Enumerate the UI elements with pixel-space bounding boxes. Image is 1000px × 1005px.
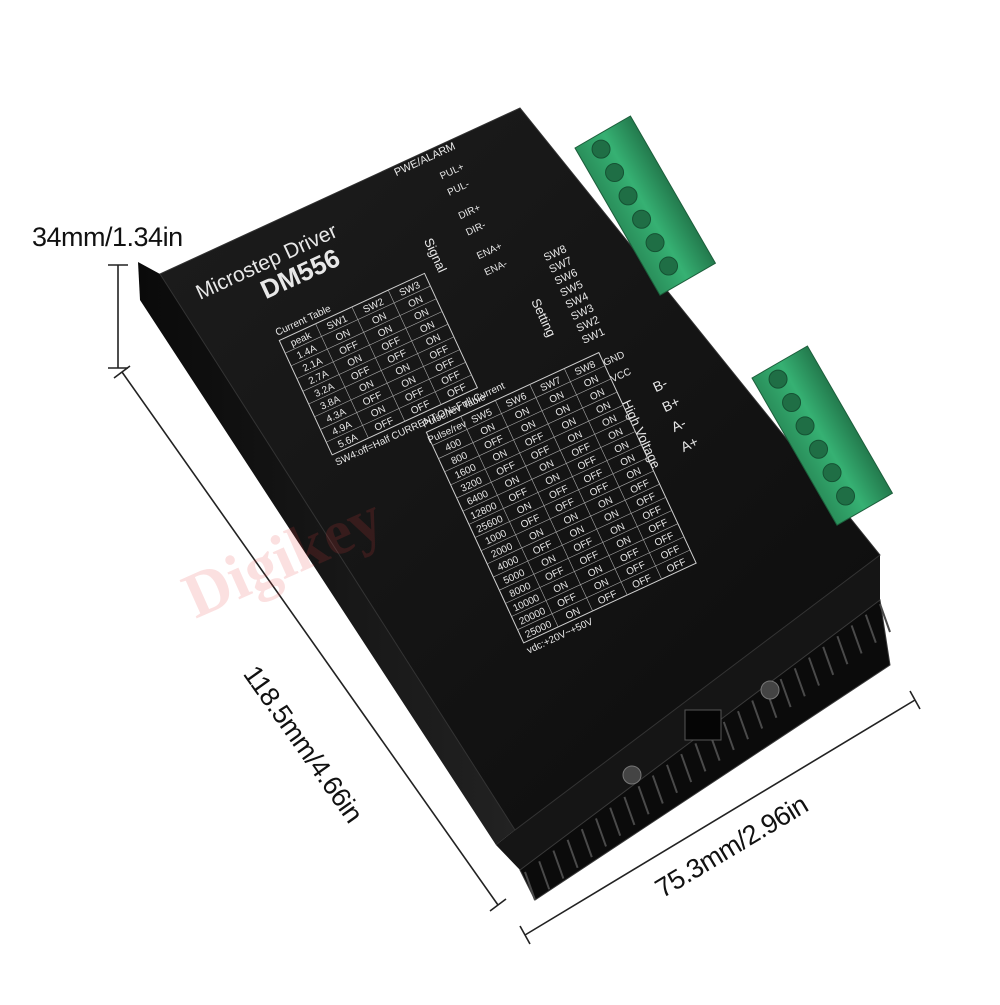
table-col-line [351,306,406,422]
power-terminal-block [751,345,894,526]
terminal-screw [632,209,652,229]
heatsink-fin [779,678,792,708]
heatsink-fin [623,796,636,826]
heatsink-fin [737,710,749,740]
terminal-screw [591,139,611,159]
motor-pin-label: A+ [678,433,701,455]
heatsink-fin [850,625,863,654]
terminal-screw [659,256,679,276]
table-col-line [495,400,593,612]
heatsink-fin [524,871,536,901]
table-row-line [450,404,624,486]
heatsink-fin [680,753,693,783]
terminal-screw [782,393,802,413]
terminal-screw [795,416,815,436]
table-row-line [493,497,666,578]
terminal-screw [822,463,842,483]
heatsink-fin [651,775,664,804]
mount-screw [760,680,780,700]
table-row-line [456,418,630,499]
motor-pin-label: B+ [660,393,683,415]
table-row-line [487,483,660,565]
table-col-line [529,384,628,596]
signal-terminal-block [574,115,717,296]
heatsink-fin [864,614,877,644]
heatsink-fin [793,667,806,697]
table-col-line [387,290,442,405]
heatsink-fin [566,839,579,869]
heatsink-fin [666,764,678,794]
terminal-screw [645,233,665,253]
heatsink-fin [538,860,551,890]
table-row-line [511,536,685,617]
terminal-screw [836,486,856,506]
power-connector-slot [684,709,722,741]
heatsink-fin [595,818,607,847]
height-dimension-label: 34mm/1.34in [32,222,183,252]
terminal-screw [768,369,788,389]
mount-screw [622,765,642,785]
table-row-line [517,549,691,630]
heatsink-fin [808,657,820,686]
heatsink-fin [836,635,849,665]
table-row-line [468,444,642,525]
table-row-line [444,391,618,473]
heatsink-fin [580,828,593,858]
table-col-line [315,323,369,439]
motor-pin-label: A- [669,414,689,435]
motor-pin-label: B- [650,375,670,396]
terminal-screw [605,163,625,183]
table-border [278,272,479,456]
heatsink-fin [751,700,764,729]
table-row-line [462,431,636,512]
terminal-screws [591,139,856,506]
heatsink-fin [637,785,650,815]
heatsink-fin [822,646,835,676]
table-col-line [564,368,662,580]
heatsink-fin [694,743,707,772]
heatsink-fin-lines [524,603,891,901]
terminal-screw [618,186,638,206]
table-row-line [438,378,612,459]
table-row-line [474,457,648,538]
terminal-screw [809,439,829,459]
table-row-line [432,365,606,446]
case-left-side [138,262,515,845]
dimension-lines [108,264,921,945]
table-row-line [480,470,654,551]
heatsink-fin [722,721,735,751]
table-col-line [460,416,559,628]
heatsink-fin [552,850,565,879]
heatsink-fin [879,603,891,633]
heatsink-fin [609,807,622,837]
table-row-line [505,523,679,604]
table-row-line [499,510,672,591]
